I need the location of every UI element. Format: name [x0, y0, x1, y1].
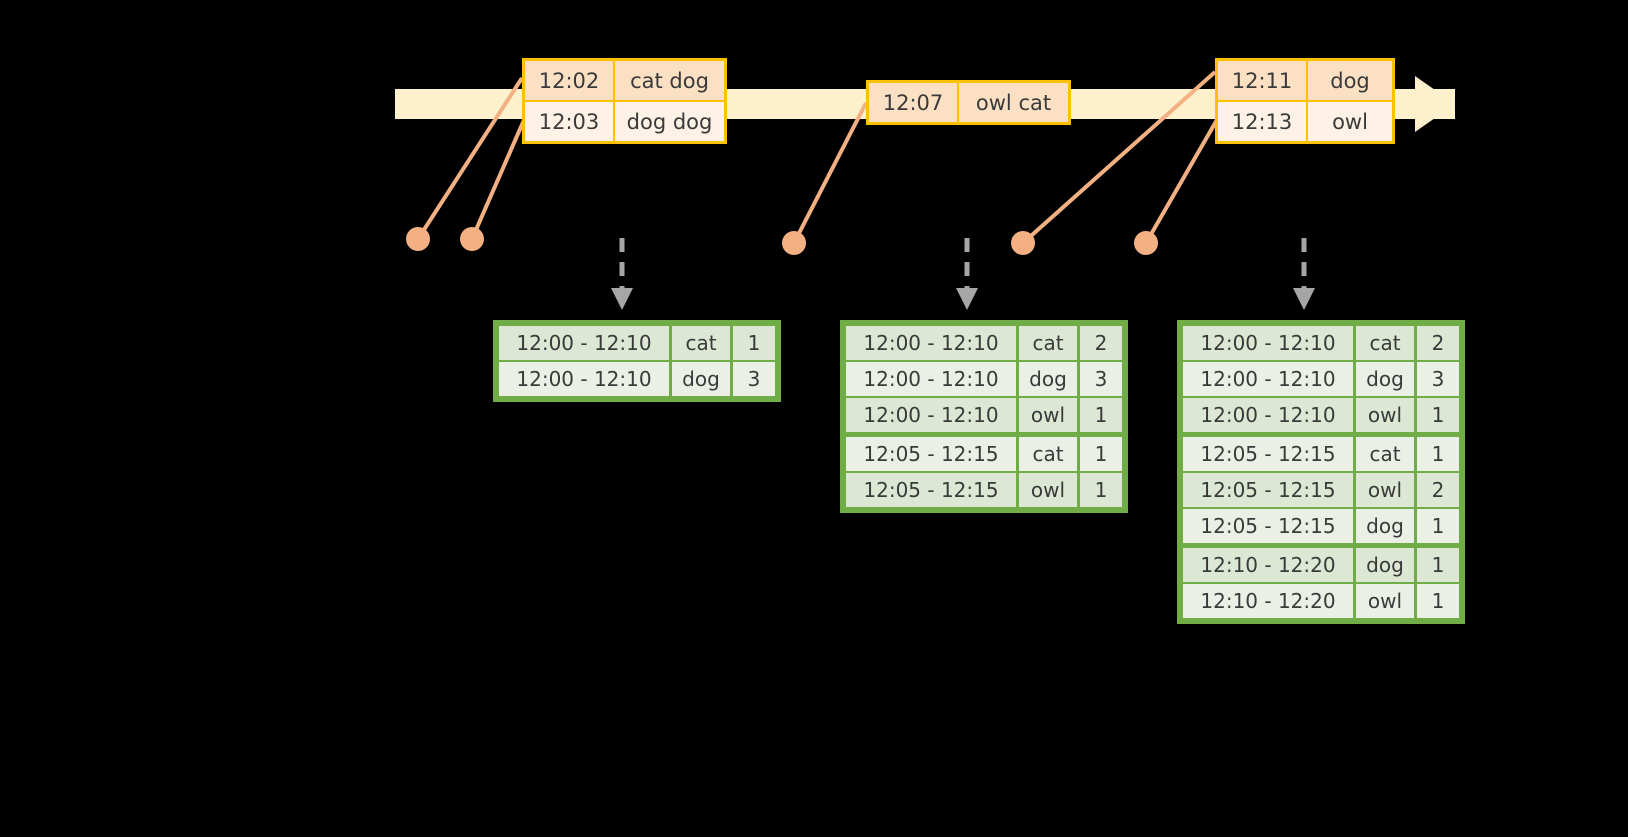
word-cell: owl [1019, 398, 1077, 432]
window-cell: 12:05 - 12:15 [846, 473, 1016, 507]
word-cell: dog [672, 362, 730, 396]
event-group-2: 12:07 owl cat [866, 80, 1071, 125]
event-words: owl [1308, 102, 1392, 141]
window-cell: 12:00 - 12:10 [846, 398, 1016, 432]
event-group-3: 12:11 dog 12:13 owl [1215, 58, 1395, 144]
word-cell: owl [1356, 398, 1414, 432]
window-cell: 12:05 - 12:15 [1183, 509, 1353, 543]
count-cell: 1 [733, 326, 775, 360]
count-cell: 2 [1417, 473, 1459, 507]
event-words: cat dog [615, 61, 724, 100]
count-cell: 1 [1417, 437, 1459, 471]
event-row: 12:07 owl cat [869, 83, 1068, 122]
word-cell: dog [1356, 548, 1414, 582]
count-cell: 3 [1080, 362, 1122, 396]
window-cell: 12:05 - 12:15 [846, 437, 1016, 471]
event-marker-icon [1134, 231, 1158, 255]
count-cell: 2 [1417, 326, 1459, 360]
window-cell: 12:05 - 12:15 [1183, 437, 1353, 471]
window-cell: 12:00 - 12:10 [846, 362, 1016, 396]
event-row: 12:03 dog dog [525, 102, 724, 141]
event-row: 12:13 owl [1218, 102, 1392, 141]
window-cell: 12:10 - 12:20 [1183, 584, 1353, 618]
count-cell: 1 [1080, 473, 1122, 507]
window-cell: 12:10 - 12:20 [1183, 548, 1353, 582]
count-cell: 1 [1080, 437, 1122, 471]
word-cell: dog [1356, 362, 1414, 396]
word-cell: cat [1356, 326, 1414, 360]
event-time: 12:07 [869, 83, 957, 122]
word-cell: cat [1019, 437, 1077, 471]
event-row: 12:11 dog [1218, 61, 1392, 100]
word-cell: dog [1356, 509, 1414, 543]
event-time: 12:11 [1218, 61, 1306, 100]
event-marker-icon [1011, 231, 1035, 255]
emit-arrow-icon-1 [611, 238, 633, 310]
window-cell: 12:05 - 12:15 [1183, 473, 1353, 507]
word-cell: owl [1019, 473, 1077, 507]
word-cell: dog [1019, 362, 1077, 396]
window-cell: 12:00 - 12:10 [499, 362, 669, 396]
word-cell: cat [672, 326, 730, 360]
event-marker-icon [460, 227, 484, 251]
count-cell: 3 [1417, 362, 1459, 396]
event-group-1: 12:02 cat dog 12:03 dog dog [522, 58, 727, 144]
window-cell: 12:00 - 12:10 [1183, 362, 1353, 396]
window-cell: 12:00 - 12:10 [499, 326, 669, 360]
count-cell: 1 [1417, 584, 1459, 618]
count-cell: 2 [1080, 326, 1122, 360]
word-cell: owl [1356, 584, 1414, 618]
count-cell: 1 [1080, 398, 1122, 432]
timeline-arrow-icon [1415, 76, 1455, 132]
event-time: 12:02 [525, 61, 613, 100]
event-time: 12:13 [1218, 102, 1306, 141]
window-cell: 12:00 - 12:10 [1183, 326, 1353, 360]
event-time: 12:03 [525, 102, 613, 141]
word-cell: cat [1019, 326, 1077, 360]
event-words: dog dog [615, 102, 724, 141]
event-marker-icon [782, 231, 806, 255]
event-row: 12:02 cat dog [525, 61, 724, 100]
event-words: dog [1308, 61, 1392, 100]
word-cell: owl [1356, 473, 1414, 507]
event-words: owl cat [959, 83, 1068, 122]
emit-arrow-icon-2 [956, 238, 978, 310]
count-cell: 1 [1417, 509, 1459, 543]
event-marker-icon [406, 227, 430, 251]
emit-arrow-icon-3 [1293, 238, 1315, 310]
count-cell: 3 [733, 362, 775, 396]
window-cell: 12:00 - 12:10 [846, 326, 1016, 360]
count-cell: 1 [1417, 398, 1459, 432]
word-cell: cat [1356, 437, 1414, 471]
count-cell: 1 [1417, 548, 1459, 582]
window-cell: 12:00 - 12:10 [1183, 398, 1353, 432]
